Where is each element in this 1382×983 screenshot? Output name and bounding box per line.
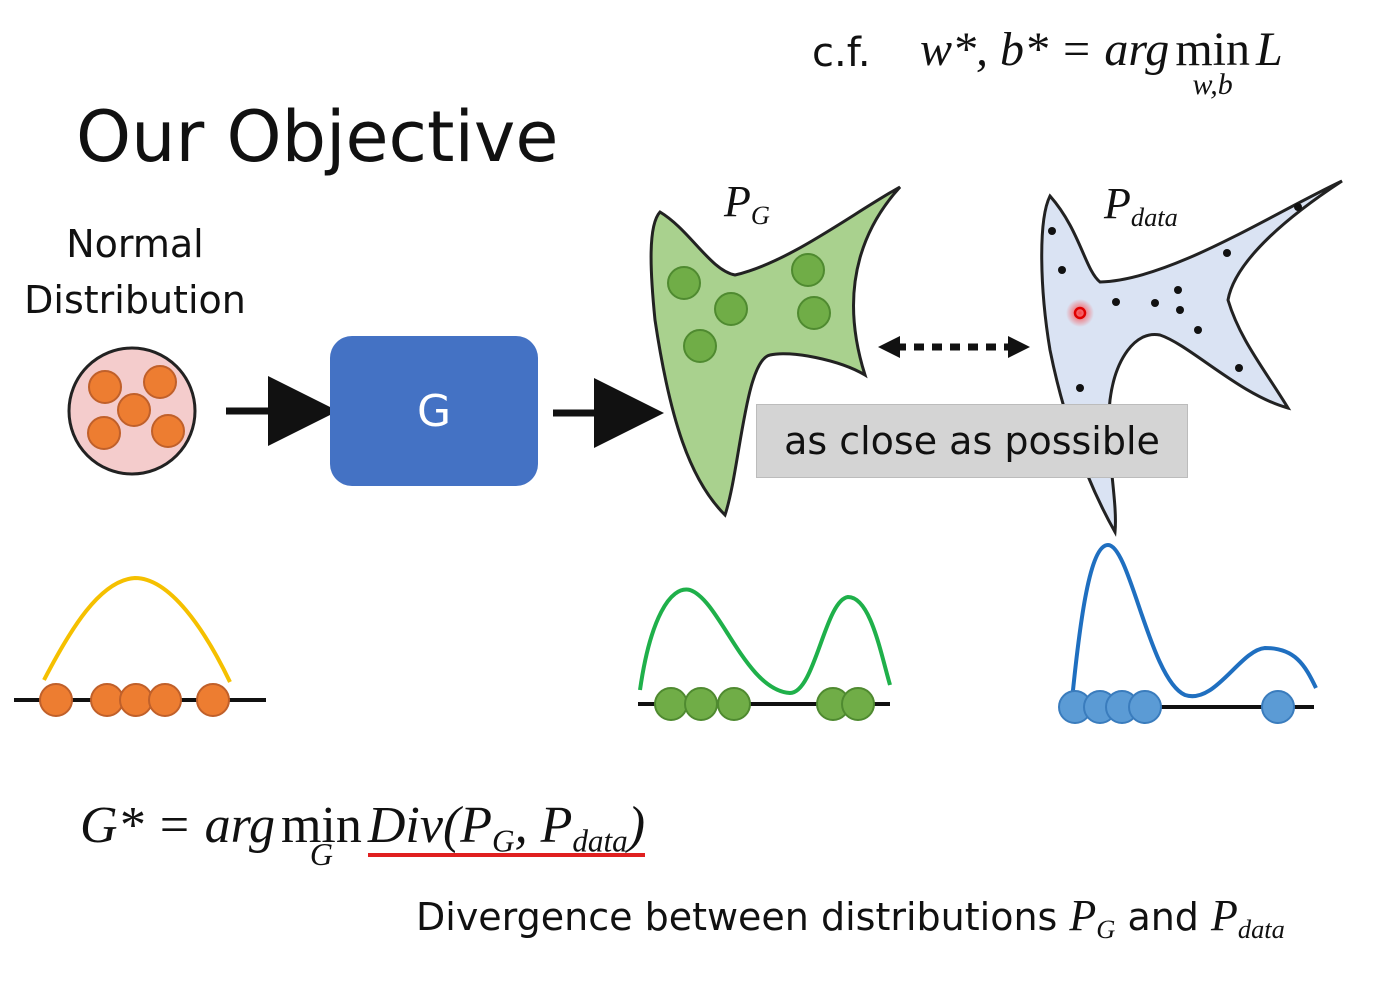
cf-min-text: min (1175, 23, 1250, 76)
as-close-as-possible-box: as close as possible (756, 404, 1188, 478)
cf-lhs: w*, b* = arg (920, 23, 1170, 76)
div-part1: Div(P (367, 797, 493, 854)
div-sub1: G (492, 823, 515, 859)
caption-pdata: Pdata (1211, 891, 1285, 944)
caption-pg: PG (1069, 891, 1115, 944)
normal-distribution-circle (67, 346, 197, 476)
normal-1d-plot (14, 575, 266, 717)
pdata-point (1151, 299, 1159, 307)
pg-label-sub: G (750, 199, 770, 230)
double-arrow (878, 336, 1030, 358)
pdata-point (1112, 298, 1120, 306)
div-sub2: data (572, 823, 628, 859)
pg-distribution-shape (649, 185, 902, 518)
caption-p1: P (1069, 891, 1097, 940)
pdata-point (1235, 364, 1243, 372)
pg-sample-dot (714, 292, 748, 326)
pg-sample-dot (797, 296, 831, 330)
pg-1d-plot (638, 587, 892, 721)
pg-label: PG (724, 176, 770, 231)
pg-label-main: P (724, 177, 751, 226)
sample-dot (87, 416, 121, 450)
sample-dot (117, 393, 151, 427)
cf-min-sub: w,b (1192, 68, 1233, 101)
pdata-distribution-shape (1040, 179, 1343, 537)
pdata-point (1194, 326, 1202, 334)
normal-distribution-label: Normal Distribution (20, 216, 250, 328)
cursor-highlight (1066, 299, 1094, 327)
pg-sample-dot (667, 266, 701, 300)
div-part3: ) (627, 797, 646, 854)
pg-sample-dot (683, 329, 717, 363)
objective-lhs: G* = arg (80, 797, 275, 854)
pg-sample-dot (791, 253, 825, 287)
objective-min-sub: G (309, 836, 333, 872)
pdata-point (1058, 266, 1066, 274)
divergence-expression: Div(PG, Pdata) (367, 796, 646, 859)
red-underline (367, 853, 646, 858)
pdata-point (1223, 249, 1231, 257)
pdata-label-main: P (1104, 179, 1131, 228)
normal-label-line1: Normal (66, 222, 204, 266)
pdata-point (1048, 227, 1056, 235)
caption-text1: Divergence between distributions (416, 895, 1070, 939)
caption-p2: P (1211, 891, 1238, 940)
generator-block: G (330, 336, 538, 486)
div-part2: , P (514, 797, 573, 854)
sample-dot (88, 370, 122, 404)
pdata-point (1174, 286, 1182, 294)
caption-p1-sub: G (1096, 913, 1116, 944)
pdata-point (1294, 203, 1302, 211)
divergence-caption: Divergence between distributions PG and … (416, 890, 1285, 945)
caption-p2-sub: data (1237, 913, 1285, 944)
sample-dot (143, 365, 177, 399)
normal-label-line2: Distribution (24, 278, 246, 322)
sample-dot (151, 414, 185, 448)
pdata-point (1076, 384, 1084, 392)
pdata-label-sub: data (1130, 201, 1178, 232)
cursor-dot (1073, 306, 1087, 320)
pdata-label: Pdata (1104, 178, 1178, 233)
caption-text2: and (1115, 895, 1212, 939)
cf-label: c.f. (812, 30, 871, 76)
objective-min-text: min (280, 797, 362, 854)
pdata-1d-plot (1058, 542, 1318, 724)
pdata-point (1176, 306, 1184, 314)
slide-title: Our Objective (76, 96, 559, 178)
cf-rhs: L (1255, 23, 1283, 76)
